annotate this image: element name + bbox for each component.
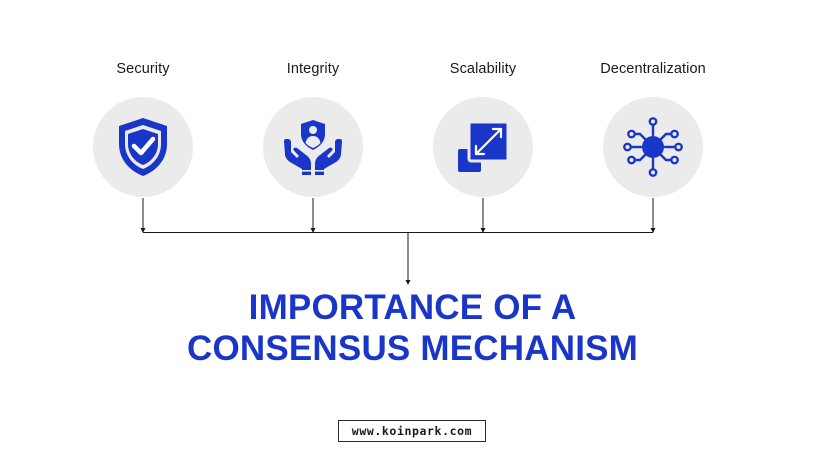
- shield-check-icon: [119, 118, 167, 176]
- arrowhead-security: [140, 228, 146, 233]
- pillar-circle-decentralization: [603, 97, 703, 197]
- pillar-label-integrity: Integrity: [286, 61, 340, 77]
- main-title-line2: CONSENSUS MECHANISM: [186, 329, 639, 368]
- website-url: www.koinpark.com: [338, 420, 486, 442]
- pillar-label-scalability: Scalability: [449, 61, 517, 77]
- pillar-circle-integrity: [263, 97, 363, 197]
- arrowhead-decentralization: [650, 228, 656, 233]
- hands-protect-person-icon: [284, 120, 342, 175]
- arrowhead-integrity: [310, 228, 316, 233]
- resize-arrows-icon: [458, 120, 510, 172]
- main-title: IMPORTANCE OF A CONSENSUS MECHANISM: [0, 287, 825, 369]
- main-title-line1: IMPORTANCE OF A: [248, 288, 577, 327]
- arrowhead-scalability: [480, 228, 486, 233]
- network-hub-icon: [623, 117, 683, 177]
- pillar-label-security: Security: [116, 61, 170, 77]
- pillar-circle-scalability: [433, 97, 533, 197]
- pillar-label-decentralization: Decentralization: [600, 61, 706, 77]
- arrowhead-center: [405, 280, 411, 285]
- pillar-circle-security: [93, 97, 193, 197]
